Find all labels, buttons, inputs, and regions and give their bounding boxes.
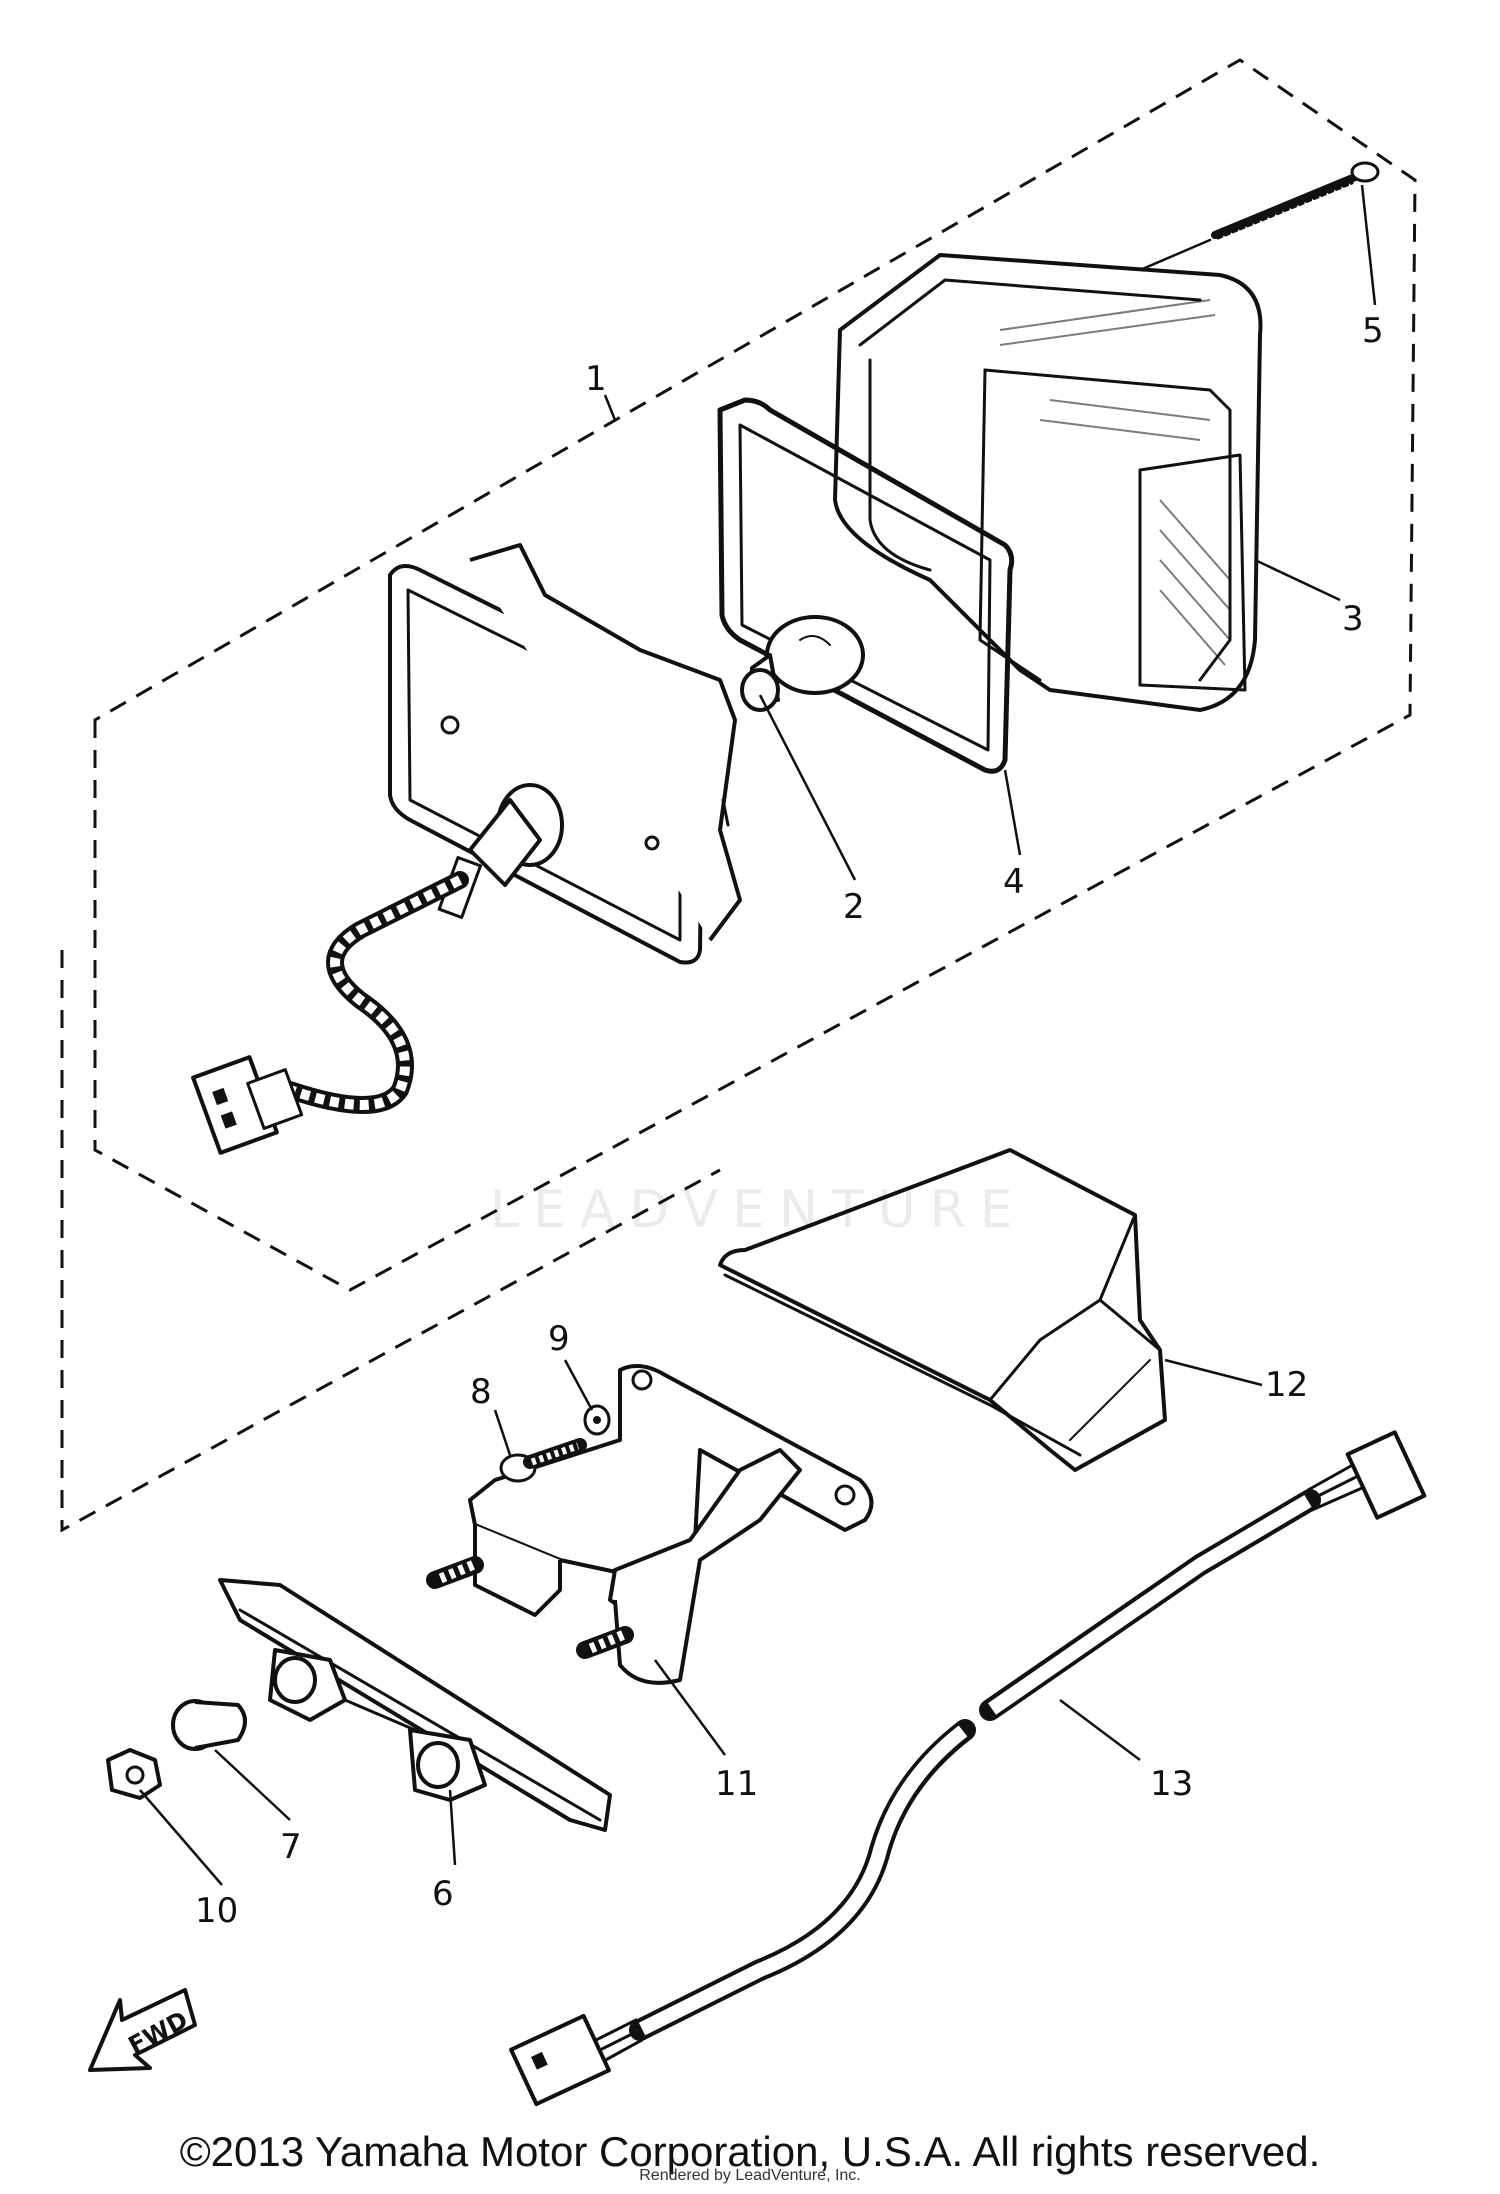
callout-10: 10 bbox=[195, 1891, 238, 1931]
part-10-nut bbox=[106, 1748, 162, 1800]
callout-12: 12 bbox=[1265, 1365, 1308, 1405]
callout-7: 7 bbox=[280, 1827, 302, 1867]
callout-6: 6 bbox=[432, 1874, 454, 1914]
part-12-cover bbox=[718, 1148, 1167, 1472]
callout-13: 13 bbox=[1150, 1764, 1193, 1804]
callout-2: 2 bbox=[843, 887, 865, 927]
callout-5: 5 bbox=[1362, 311, 1384, 351]
callout-3: 3 bbox=[1342, 599, 1364, 639]
assembly-dashed-outline bbox=[93, 58, 1417, 1292]
part-3-lens bbox=[833, 253, 1263, 712]
copyright-notice: ©2013 Yamaha Motor Corporation, U.S.A. A… bbox=[179, 2128, 1321, 2175]
lower-dashed-outline bbox=[60, 950, 721, 1533]
part-11-bracket bbox=[426, 1364, 874, 1685]
part-2-bulb bbox=[740, 615, 865, 712]
part-13-wire-harness bbox=[509, 1430, 1427, 2107]
base-wire-harness bbox=[191, 871, 469, 1155]
callout-11: 11 bbox=[715, 1764, 758, 1804]
part-7-collar bbox=[171, 1699, 247, 1751]
callout-1: 1 bbox=[585, 359, 607, 399]
part-1-base-housing bbox=[388, 543, 742, 965]
callout-9: 9 bbox=[548, 1319, 570, 1359]
callout-8: 8 bbox=[470, 1372, 492, 1412]
part-4-gasket bbox=[717, 397, 1015, 774]
part-9-washer bbox=[583, 1404, 611, 1436]
fwd-arrow-icon: FWD bbox=[88, 1988, 197, 2072]
rendered-by-note: Rendered by LeadVenture, Inc. bbox=[639, 2167, 861, 2184]
part-5-screw bbox=[1138, 161, 1380, 272]
watermark-text: LEADVENTURE bbox=[490, 1180, 1027, 1240]
part-8-bolt bbox=[499, 1438, 587, 1483]
part-6-mount-plate bbox=[218, 1578, 612, 1832]
leader-lines bbox=[139, 184, 1377, 1886]
callout-4: 4 bbox=[1003, 862, 1025, 902]
